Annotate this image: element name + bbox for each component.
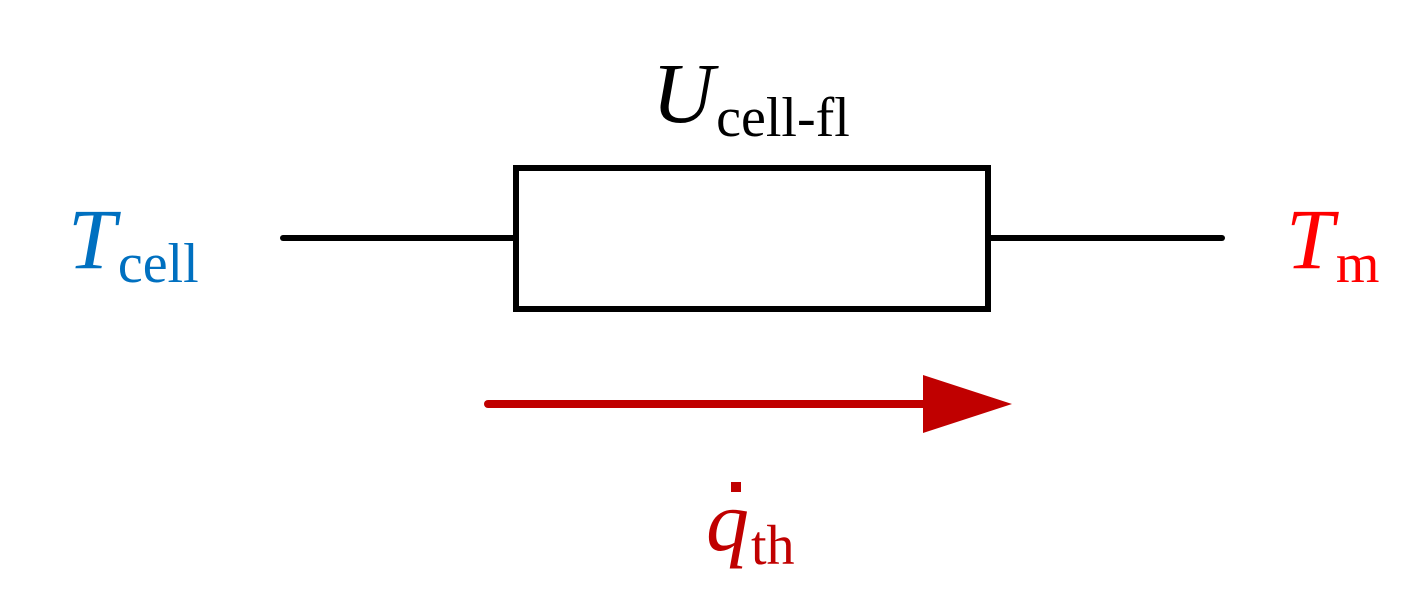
heat-flow-symbol-text: q: [706, 473, 749, 569]
thermal-resistance-symbol: U: [652, 45, 715, 141]
heat-flow-subscript: th: [751, 515, 795, 577]
cell-temperature-symbol: T: [68, 191, 116, 287]
heat-flow-label: qth: [706, 478, 795, 574]
heat-flow-symbol: q: [706, 478, 749, 564]
heat-flow-arrow-head: [923, 375, 1012, 433]
cell-temperature-subscript: cell: [117, 233, 199, 295]
medium-temperature-subscript: m: [1335, 233, 1380, 295]
resistor-box: [513, 165, 991, 312]
thermal-resistance-subscript: cell-fl: [716, 87, 850, 149]
dot-accent-icon: [731, 482, 741, 492]
cell-temperature-label: Tcell: [68, 196, 199, 292]
medium-temperature-label: Tm: [1286, 196, 1379, 292]
medium-temperature-symbol: T: [1286, 191, 1334, 287]
thermal-resistance-label: Ucell-fl: [652, 50, 850, 146]
